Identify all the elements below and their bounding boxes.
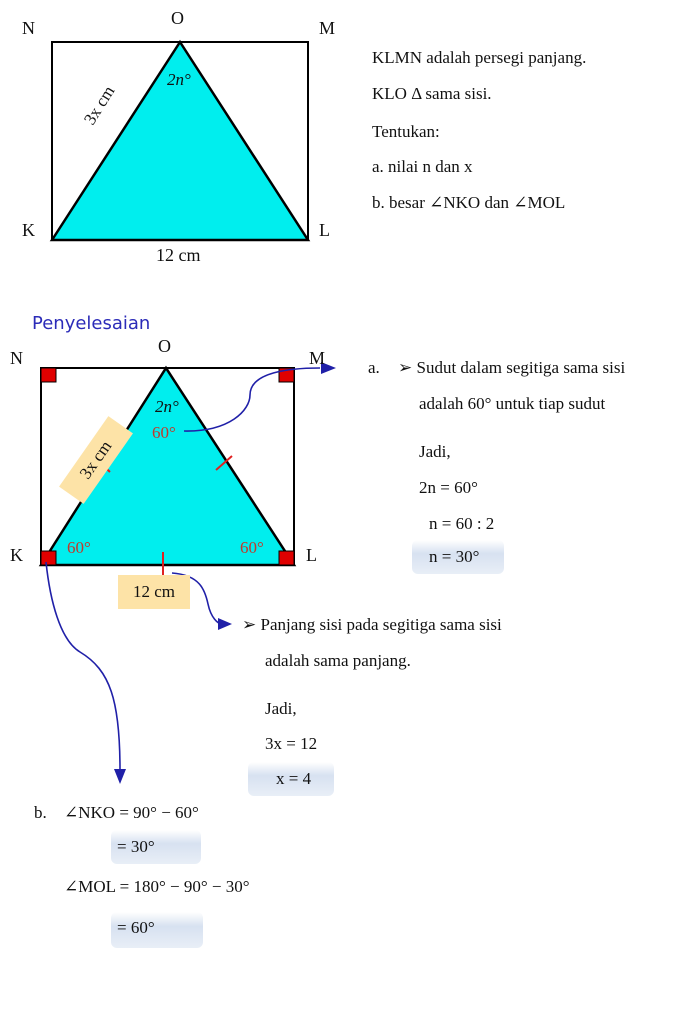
- base-kl-label: 12 cm: [156, 245, 201, 265]
- highlight-x-result: [248, 762, 334, 796]
- vertex-m-label: M: [319, 18, 336, 38]
- problem-figure: [49, 39, 311, 242]
- part-a-eq4: 3x = 12: [265, 734, 318, 753]
- highlight-nko-result: [111, 830, 201, 864]
- part-a-bullet1-line2: adalah 60° untuk tiap sudut: [419, 394, 606, 413]
- solution-angle-l-60: 60°: [240, 538, 264, 557]
- tick-mark-ol: [215, 455, 233, 471]
- arrow-k-to-b: [45, 561, 121, 771]
- right-angle-marker-n: [40, 367, 57, 383]
- solution-vertex-o: O: [158, 336, 171, 356]
- vertex-k-label: K: [22, 220, 35, 240]
- angle-top-label: 2n°: [167, 70, 191, 89]
- solution-base-label-box: 12 cm: [118, 575, 190, 609]
- part-a-bullet2-line1: ➢ Panjang sisi pada segitiga sama sisi: [242, 615, 502, 634]
- part-a-marker: a.: [368, 358, 380, 377]
- solution-figure: [38, 362, 336, 784]
- statement-equilateral: KLO Δ sama sisi.: [372, 84, 492, 103]
- solution-vertex-l: L: [306, 545, 317, 565]
- solution-vertex-n: N: [10, 348, 23, 368]
- solution-vertex-k: K: [10, 545, 23, 565]
- highlight-n-result: [412, 540, 504, 574]
- task-intro: Tentukan:: [372, 122, 440, 141]
- part-a-so: Jadi,: [419, 442, 451, 461]
- right-angle-marker-m: [278, 367, 295, 383]
- arrow-head-bullet2: [218, 618, 232, 630]
- part-a-bullet1-line1: ➢ Sudut dalam segitiga sama sisi: [398, 358, 626, 377]
- part-b-eq4: = 60°: [117, 918, 155, 937]
- solution-angle-o-60: 60°: [152, 423, 176, 442]
- right-angle-marker-k: [40, 550, 57, 566]
- highlight-mol-result: [111, 912, 203, 948]
- part-a-eq5: x = 4: [276, 769, 312, 788]
- solution-heading: Penyelesaian: [32, 313, 151, 334]
- triangle-klo: [49, 39, 311, 242]
- part-b-eq1: ∠NKO = 90° − 60°: [64, 803, 199, 822]
- part-b-eq3: ∠MOL = 180° − 90° − 30°: [64, 877, 250, 896]
- arrow-head-a: [321, 362, 336, 374]
- arrow-head-b: [114, 769, 126, 784]
- part-a-eq1: 2n = 60°: [419, 478, 478, 497]
- task-b: b. besar ∠NKO dan ∠MOL: [372, 193, 566, 212]
- solution-angle-k-60: 60°: [67, 538, 91, 557]
- arrow-base-to-bullet2: [171, 572, 223, 625]
- task-a: a. nilai n dan x: [372, 157, 473, 176]
- vertex-o-label: O: [171, 8, 184, 28]
- statement-rectangle: KLMN adalah persegi panjang.: [372, 48, 587, 67]
- arrow-angle-to-a: [183, 367, 321, 432]
- part-a-bullet2-line2: adalah sama panjang.: [265, 651, 411, 670]
- vertex-l-label: L: [319, 220, 330, 240]
- part-b-marker: b.: [34, 803, 47, 822]
- part-a-eq3: n = 30°: [429, 547, 480, 566]
- solution-vertex-m: M: [309, 348, 326, 368]
- part-b-eq2: = 30°: [117, 837, 155, 856]
- right-angle-marker-l: [278, 550, 295, 566]
- part-a-so2: Jadi,: [265, 699, 297, 718]
- part-a-eq2: n = 60 : 2: [429, 514, 495, 533]
- solution-angle-top: 2n°: [155, 397, 179, 416]
- vertex-n-label: N: [22, 18, 35, 38]
